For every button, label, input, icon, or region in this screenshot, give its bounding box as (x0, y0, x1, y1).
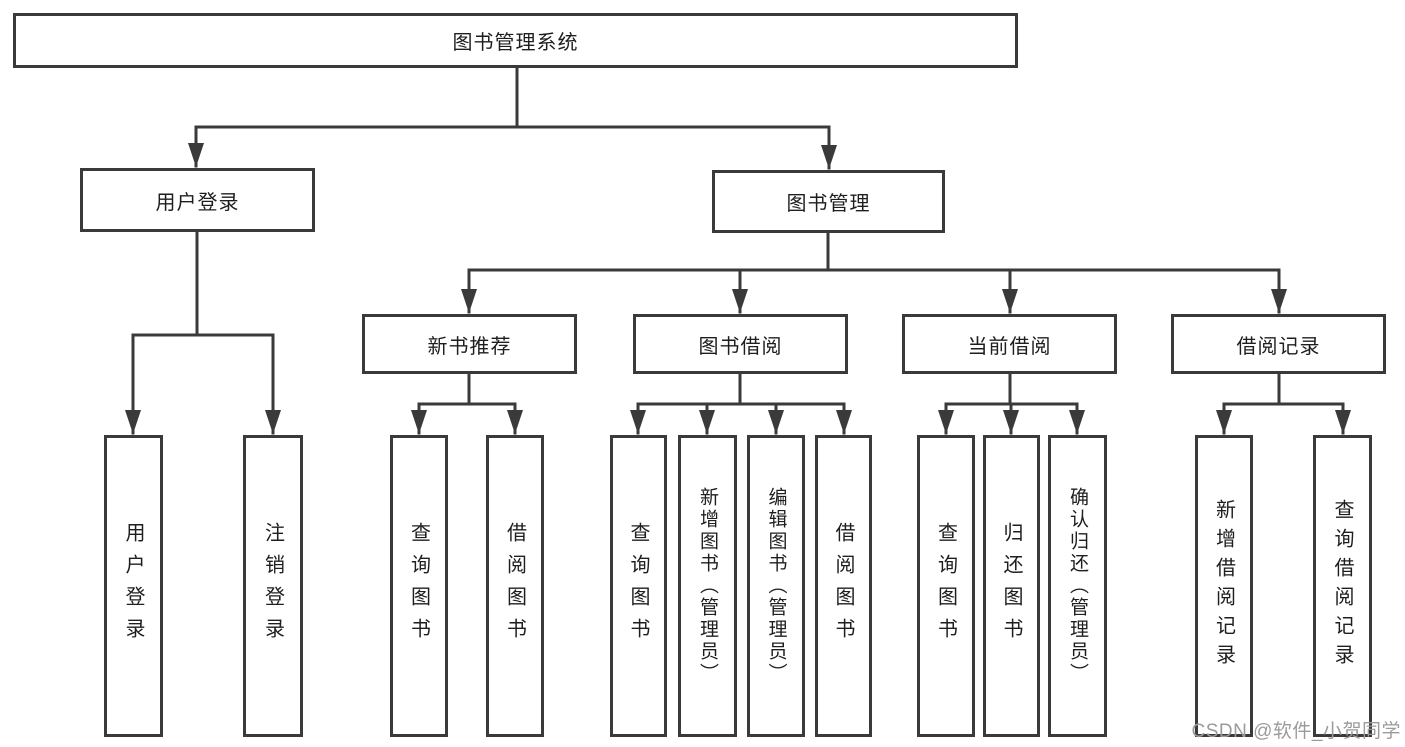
node-borrowing-records: 借阅记录 (1171, 314, 1386, 374)
leaf-user-login: 用户登录 (104, 435, 163, 737)
leaf-borrow-books-recommend: 借阅图书 (486, 435, 544, 737)
csdn-watermark: CSDN @软件_小贺同学 (1191, 721, 1401, 742)
node-label: 借阅记录 (1236, 335, 1321, 358)
leaf-label: 用户登录 (122, 522, 144, 650)
leaf-add-borrow-record: 新增借阅记录 (1195, 435, 1253, 737)
leaf-query-books-recommend: 查询图书 (390, 435, 448, 737)
leaf-label: 查询图书 (627, 522, 649, 650)
leaf-query-books-borrowing: 查询图书 (610, 435, 667, 737)
node-label: 用户登录 (155, 191, 240, 214)
node-label: 新书推荐 (427, 335, 512, 358)
node-book-management-branch: 图书管理 (712, 170, 945, 233)
leaf-label: 注销登录 (261, 522, 284, 650)
leaf-add-books-admin: 新增图书（管理员） (678, 435, 737, 737)
node-current-borrowing: 当前借阅 (902, 314, 1117, 374)
leaf-label: 新增图书（管理员） (697, 487, 718, 685)
node-book-borrowing: 图书借阅 (633, 314, 848, 374)
leaf-label: 新增借阅记录 (1212, 499, 1235, 673)
leaf-query-borrow-record: 查询借阅记录 (1313, 435, 1372, 737)
node-user-login-branch: 用户登录 (80, 168, 315, 232)
leaf-label: 编辑图书（管理员） (765, 487, 787, 685)
leaf-label: 借阅图书 (832, 522, 854, 650)
leaf-query-books-current: 查询图书 (917, 435, 975, 737)
node-label: 当前借阅 (967, 335, 1052, 358)
leaf-label: 查询图书 (407, 522, 430, 650)
leaf-label: 归还图书 (1000, 522, 1022, 650)
leaf-label: 查询借阅记录 (1331, 499, 1353, 673)
leaf-label: 查询图书 (934, 522, 957, 650)
node-new-book-recommend: 新书推荐 (362, 314, 577, 374)
leaf-borrow-books-borrowing: 借阅图书 (815, 435, 872, 737)
node-root-system: 图书管理系统 (13, 13, 1018, 68)
leaf-logout: 注销登录 (243, 435, 303, 737)
leaf-confirm-return-admin: 确认归还（管理员） (1048, 435, 1107, 737)
leaf-label: 借阅图书 (503, 522, 526, 650)
leaf-label: 确认归还（管理员） (1067, 487, 1088, 685)
node-root-label: 图书管理系统 (452, 32, 579, 54)
leaf-edit-books-admin: 编辑图书（管理员） (747, 435, 805, 737)
leaf-return-books: 归还图书 (983, 435, 1040, 737)
node-label: 图书管理 (786, 193, 871, 215)
node-label: 图书借阅 (698, 335, 783, 358)
